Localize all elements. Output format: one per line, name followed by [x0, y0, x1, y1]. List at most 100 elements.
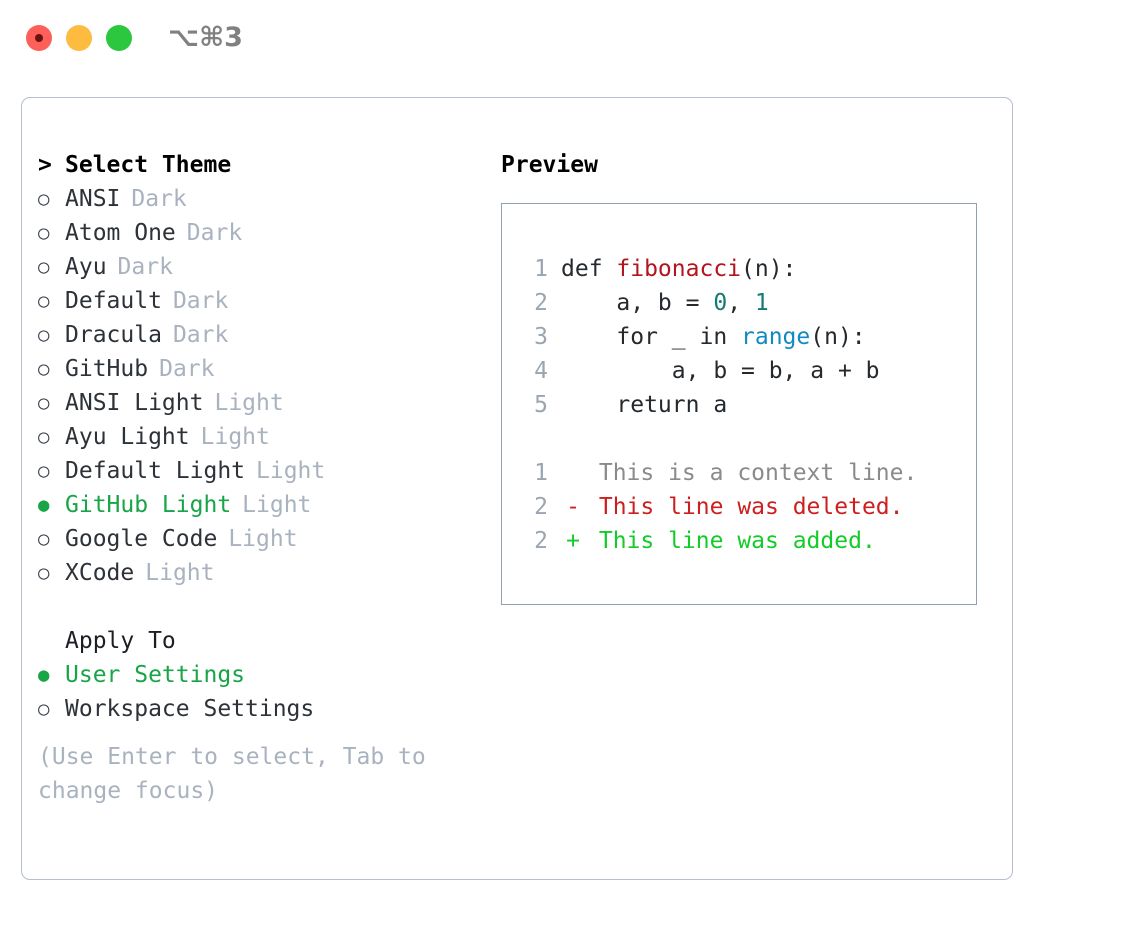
code-token-plain: a, b = b, a + b — [561, 358, 880, 384]
code-line-number: 3 — [534, 324, 548, 350]
diff-line-text: This line was added. — [585, 528, 876, 554]
theme-variant-tag: Light — [228, 526, 298, 552]
theme-option-label: ANSI — [65, 186, 121, 212]
apply-to-list[interactable]: Apply To ● User Settings ○ Workspace Setting… — [38, 590, 488, 726]
radio-unselected-icon[interactable]: ○ — [38, 324, 50, 346]
radio-unselected-icon[interactable]: ○ — [38, 222, 50, 244]
theme-option-label: Ayu Light — [65, 424, 190, 450]
diff-sign-icon — [561, 456, 585, 490]
section-spacer — [38, 590, 488, 624]
title-bar: ⌥⌘3 — [0, 0, 1140, 78]
apply-to-header-spacer — [38, 624, 65, 658]
theme-option-label: Google Code — [65, 526, 218, 552]
code-line-text: return a — [561, 388, 727, 422]
theme-option-label: Dracula — [65, 322, 162, 348]
theme-option-label: Default — [65, 288, 162, 314]
preview-spacer — [522, 422, 976, 456]
diff-line-number: 1 — [534, 460, 548, 486]
code-line: 2 a, b = 0, 1 — [522, 286, 976, 320]
radio-unselected-icon[interactable]: ○ — [38, 528, 50, 550]
diff-line-del: 2- This line was deleted. — [522, 490, 976, 524]
diff-line-number: 2 — [534, 528, 548, 554]
code-line-text: a, b = b, a + b — [561, 354, 880, 388]
theme-option-label: Default Light — [65, 458, 246, 484]
code-token-plain: return a — [561, 392, 728, 418]
theme-option-label: ANSI Light — [65, 390, 204, 416]
code-token-plain: , — [727, 290, 755, 316]
code-line: 3 for _ in range(n): — [522, 320, 976, 354]
radio-unselected-icon[interactable]: ○ — [38, 290, 50, 312]
theme-option-label: GitHub — [65, 356, 149, 382]
apply-to-option-label: User Settings — [65, 662, 246, 688]
radio-unselected-icon[interactable]: ○ — [38, 426, 50, 448]
theme-option-dracula[interactable]: ○ Dracula Dark — [38, 318, 488, 352]
theme-option-default-light[interactable]: ○ Default Light Light — [38, 454, 488, 488]
code-line-text: a, b = 0, 1 — [561, 286, 769, 320]
code-line-text: for _ in range(n): — [561, 320, 866, 354]
radio-unselected-icon[interactable]: ○ — [38, 392, 50, 414]
code-token-plain: (n): — [810, 324, 866, 350]
code-line-text: def fibonacci(n): — [561, 252, 796, 286]
apply-to-option-label: Workspace Settings — [65, 696, 315, 722]
code-token-plain: def — [561, 256, 617, 282]
theme-option-label: GitHub Light — [65, 492, 232, 518]
preview-title: Preview — [501, 152, 598, 178]
theme-option-ayu-light[interactable]: ○ Ayu Light Light — [38, 420, 488, 454]
code-line-number: 2 — [534, 290, 548, 316]
theme-variant-tag: Dark — [172, 322, 229, 348]
theme-option-label: Ayu — [65, 254, 107, 280]
code-line-number: 5 — [534, 392, 548, 418]
theme-variant-tag: Light — [214, 390, 284, 416]
diff-sample: 1 This is a context line. 2- This line wa… — [522, 456, 976, 558]
theme-option-ayu[interactable]: ○ Ayu Dark — [38, 250, 488, 284]
code-token-num: 1 — [754, 290, 769, 316]
diff-line-text: This is a context line. — [585, 460, 918, 486]
theme-variant-tag: Light — [256, 458, 326, 484]
theme-list-header: >Select Theme — [38, 148, 488, 182]
theme-variant-tag: Dark — [159, 356, 215, 382]
theme-variant-tag: Light — [145, 560, 215, 586]
radio-unselected-icon[interactable]: ○ — [38, 256, 50, 278]
diff-sign-icon: - — [566, 494, 580, 520]
theme-option-ansi-light[interactable]: ○ ANSI Light Light — [38, 386, 488, 420]
theme-option-label: XCode — [65, 560, 135, 586]
theme-variant-tag: Dark — [117, 254, 173, 280]
theme-option-label: Atom One — [65, 220, 176, 246]
theme-option-google-code[interactable]: ○ Google Code Light — [38, 522, 488, 556]
apply-to-option-workspace-settings[interactable]: ○ Workspace Settings — [38, 692, 488, 726]
code-line-number: 4 — [534, 358, 548, 384]
radio-selected-icon[interactable]: ● — [38, 664, 50, 686]
apply-to-header: Apply To — [38, 624, 488, 658]
theme-option-xcode[interactable]: ○ XCode Light — [38, 556, 488, 590]
radio-unselected-icon[interactable]: ○ — [38, 460, 50, 482]
radio-unselected-icon[interactable]: ○ — [38, 698, 50, 720]
theme-option-github[interactable]: ○ GitHub Dark — [38, 352, 488, 386]
diff-line-add: 2 + This line was added. — [522, 524, 976, 558]
radio-unselected-icon[interactable]: ○ — [38, 562, 50, 584]
diff-sign-icon: + — [566, 528, 580, 554]
close-window-button[interactable] — [26, 25, 52, 51]
theme-variant-tag: Light — [200, 424, 270, 450]
apply-to-title: Apply To — [65, 628, 176, 654]
radio-selected-icon[interactable]: ● — [38, 494, 50, 516]
keyboard-hint-text: (Use Enter to select, Tab to change focu… — [38, 744, 426, 804]
code-token-plain: (n): — [741, 256, 797, 282]
minimize-window-button[interactable] — [66, 25, 92, 51]
radio-unselected-icon[interactable]: ○ — [38, 358, 50, 380]
maximize-window-button[interactable] — [106, 25, 132, 51]
code-token-num: 0 — [713, 290, 728, 316]
apply-to-option-user-settings[interactable]: ● User Settings — [38, 658, 488, 692]
theme-list-title: Select Theme — [65, 152, 232, 178]
radio-unselected-icon[interactable]: ○ — [38, 188, 50, 210]
